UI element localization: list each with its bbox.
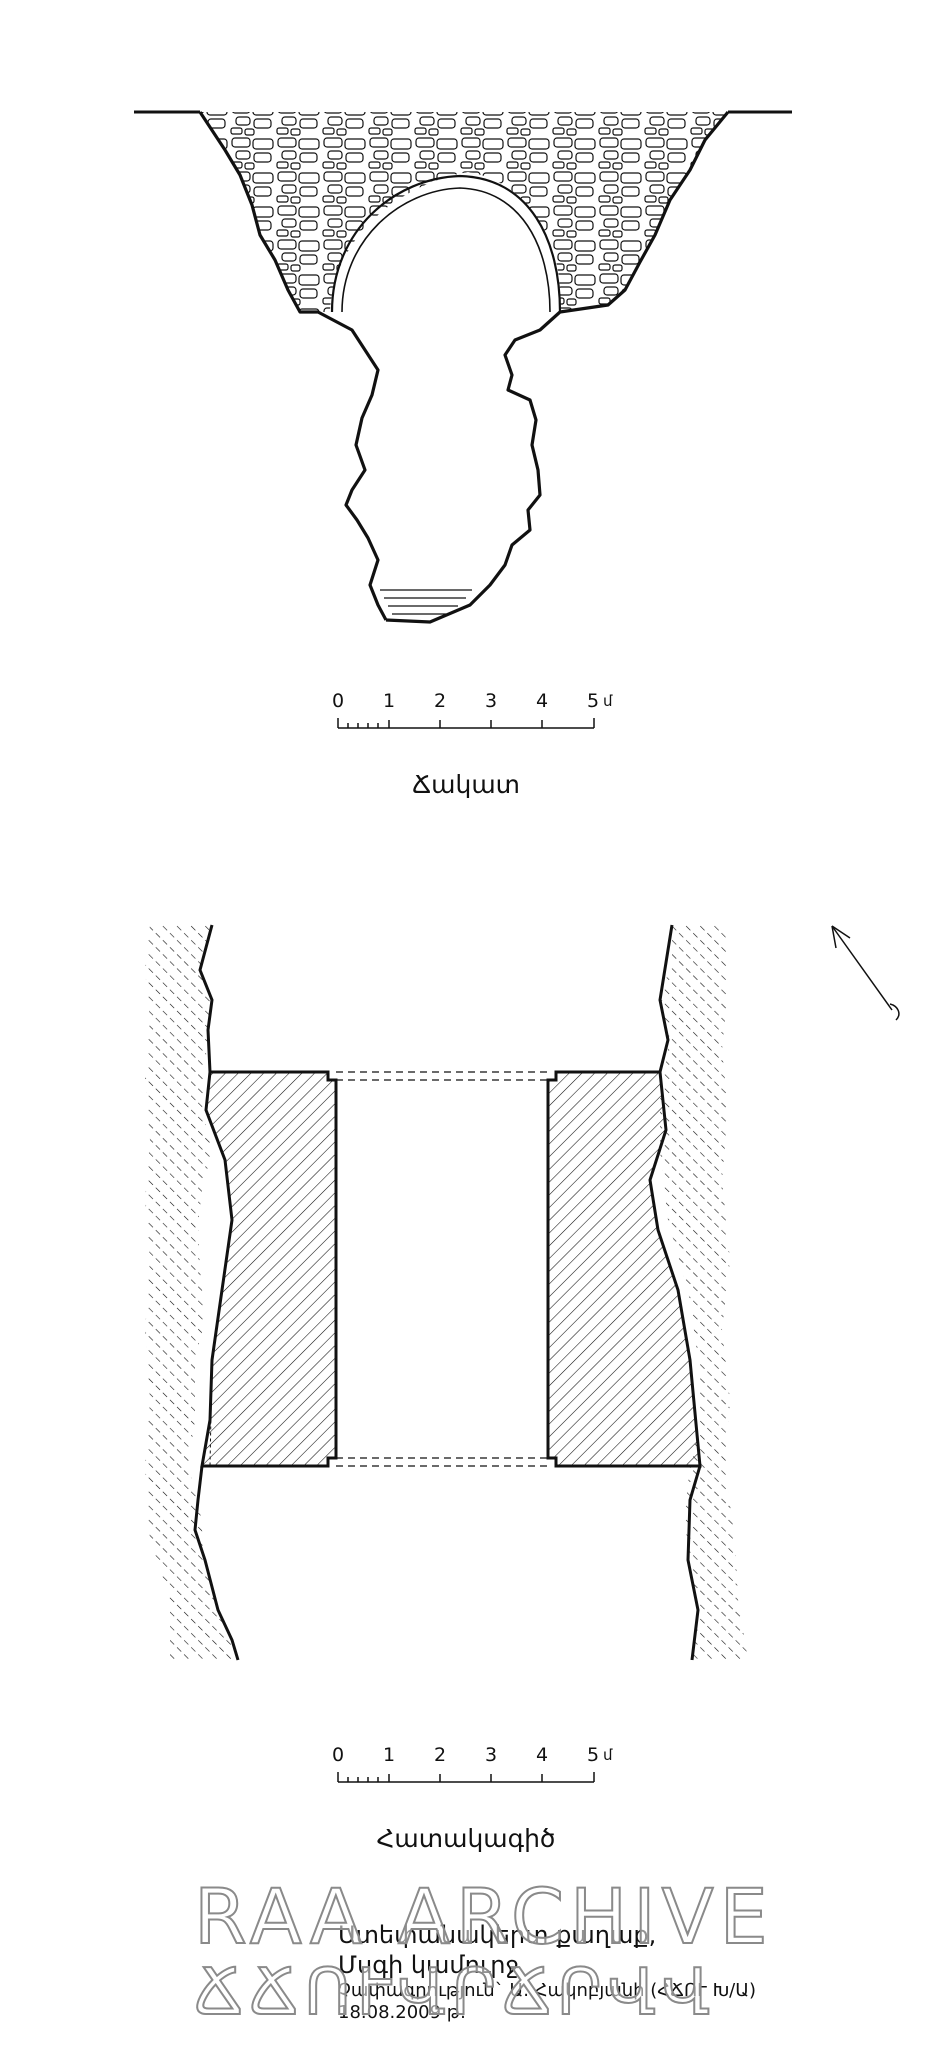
gorge-left-bank bbox=[198, 111, 388, 621]
title-object: Մսգի կամուրջ bbox=[338, 1951, 519, 1979]
scale-tick-4: 4 bbox=[536, 690, 549, 712]
scale-unit: մ bbox=[603, 1746, 613, 1764]
arch-inner bbox=[341, 187, 551, 313]
plan-caption: Հատակագիծ bbox=[376, 1824, 556, 1853]
scale-tick-4: 4 bbox=[536, 1744, 549, 1766]
abutment-right bbox=[546, 1070, 702, 1468]
scale-tick-3: 3 bbox=[485, 690, 498, 712]
scale-bar-section bbox=[337, 718, 595, 729]
scale-tick-2: 2 bbox=[434, 690, 447, 712]
scale-tick-1: 1 bbox=[383, 1744, 396, 1766]
title-block: Ստեփանակերտ քաղաք, Մսգի կամուրջ Չափագրու… bbox=[338, 1920, 898, 2024]
watermark-armenian: ՃՃՈՒՎՐՃՐՎՎ bbox=[193, 1955, 716, 2031]
scale-tick-2: 2 bbox=[434, 1744, 447, 1766]
title-date: 18.08.2009 թ. bbox=[338, 2002, 466, 2023]
title-city: Ստեփանակերտ քաղաք, bbox=[338, 1921, 657, 1949]
bank-left-line bbox=[193, 924, 240, 1661]
north-arrow-icon bbox=[831, 925, 900, 1021]
earth-left bbox=[145, 925, 238, 1660]
masonry-fill bbox=[200, 112, 728, 312]
arch-ring bbox=[330, 174, 562, 313]
watermark-latin: RAA ARCHIVE bbox=[193, 1871, 774, 1962]
scale-tick-0: 0 bbox=[332, 690, 345, 712]
section-caption: Ճակատ bbox=[411, 770, 521, 799]
water bbox=[380, 589, 472, 615]
scale-bar-plan bbox=[337, 1772, 595, 1783]
deck-dashed-edges bbox=[336, 1071, 548, 1467]
scale-tick-5: 5 bbox=[587, 1744, 600, 1766]
scale-tick-5: 5 bbox=[587, 690, 600, 712]
bank-right-line bbox=[658, 924, 702, 1661]
scale-tick-1: 1 bbox=[383, 690, 396, 712]
abutment-left bbox=[200, 1070, 338, 1468]
gorge-right-bank bbox=[385, 110, 730, 624]
scale-unit: մ bbox=[603, 692, 613, 710]
scale-tick-0: 0 bbox=[332, 1744, 345, 1766]
elevation-section bbox=[134, 110, 792, 624]
earth-right bbox=[660, 925, 748, 1660]
plan bbox=[145, 924, 748, 1661]
title-author: Չափագրություն` Ա. Հակոբյանի (ՀՃՈՒ Խ/Ա) bbox=[338, 1980, 757, 2001]
scale-tick-3: 3 bbox=[485, 1744, 498, 1766]
